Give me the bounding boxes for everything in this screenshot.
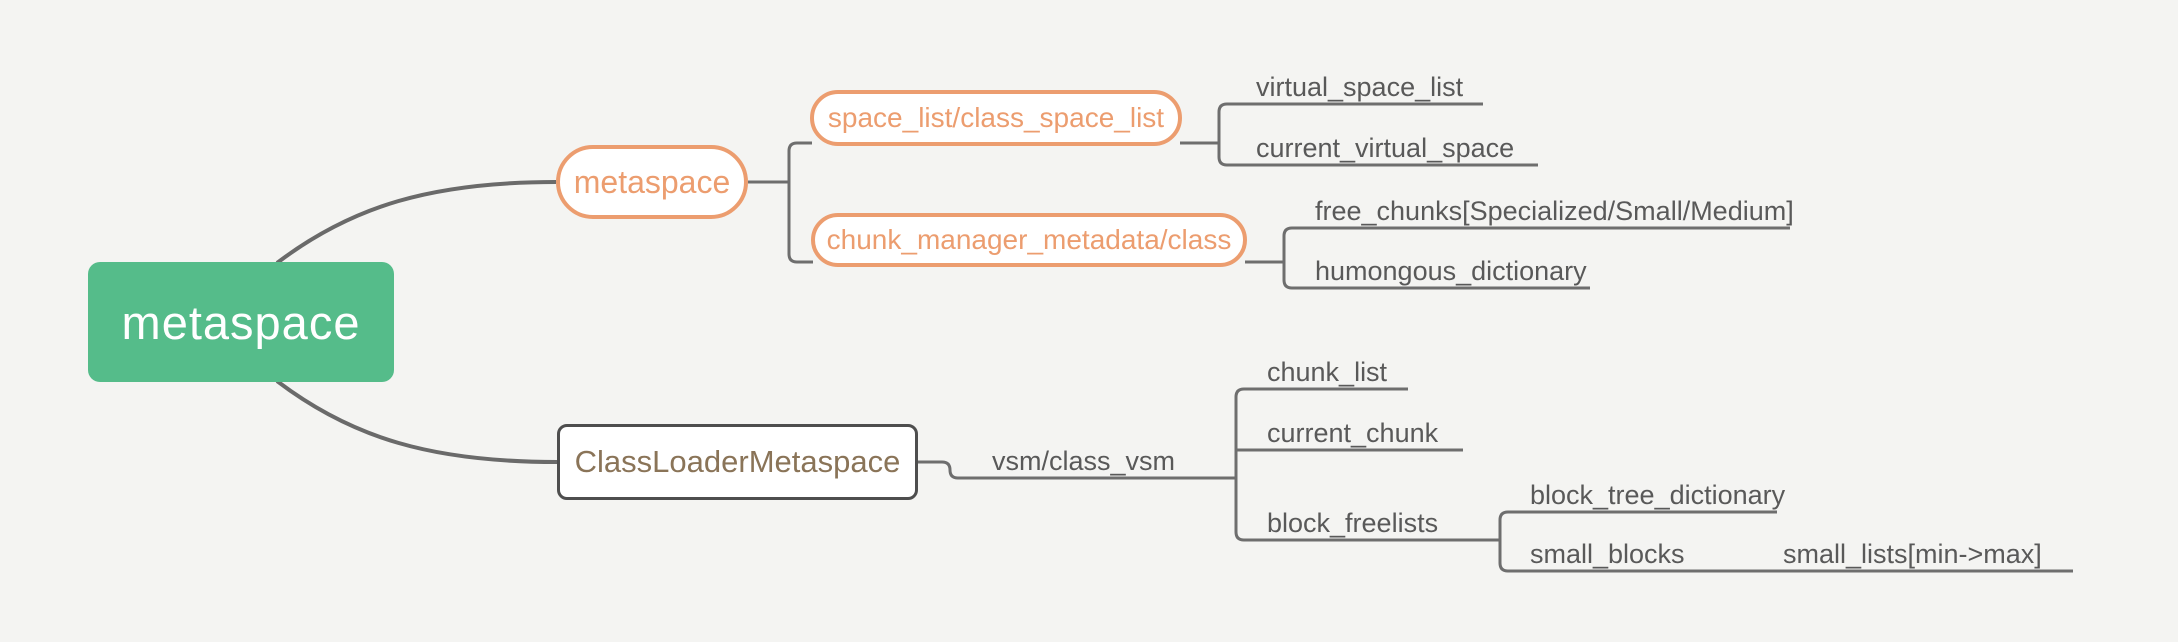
topic-chunk-list[interactable]: chunk_list: [1267, 357, 1388, 387]
topic-classloader-metaspace[interactable]: ClassLoaderMetaspace: [557, 424, 918, 500]
edge-root-to-metaspace: [275, 180, 557, 265]
edge-vsm-bracket: [1234, 387, 1500, 542]
topic-vsm-class-vsm[interactable]: vsm/class_vsm: [992, 446, 1176, 476]
topic-free-chunks[interactable]: free_chunks[Specialized/Small/Medium]: [1315, 196, 1794, 226]
topic-metaspace[interactable]: metaspace: [556, 145, 748, 219]
edge-blockfreelists-bracket: [1498, 510, 2073, 573]
topic-space-list[interactable]: space_list/class_space_list: [810, 90, 1182, 146]
topic-current-virtual-space[interactable]: current_virtual_space: [1256, 133, 1515, 163]
root-topic-metaspace[interactable]: metaspace: [88, 262, 394, 382]
topic-chunk-manager[interactable]: chunk_manager_metadata/class: [811, 213, 1247, 267]
topic-current-chunk[interactable]: current_chunk: [1267, 418, 1439, 448]
topic-small-blocks[interactable]: small_blocks: [1530, 539, 1685, 569]
edge-clm-elbow: [917, 460, 1236, 480]
topic-block-tree-dictionary[interactable]: block_tree_dictionary: [1530, 480, 1786, 510]
edge-metaspace-bracket: [787, 141, 813, 264]
edge-spacelist-bracket: [1217, 102, 1538, 167]
edge-root-to-classloadermetaspace: [275, 379, 558, 464]
topic-humongous-dictionary[interactable]: humongous_dictionary: [1315, 256, 1587, 286]
topic-virtual-space-list[interactable]: virtual_space_list: [1256, 72, 1464, 102]
topic-small-lists[interactable]: small_lists[min->max]: [1783, 539, 2042, 569]
edge-chunkmanager-bracket: [1282, 226, 1790, 290]
topic-block-freelists[interactable]: block_freelists: [1267, 508, 1439, 538]
